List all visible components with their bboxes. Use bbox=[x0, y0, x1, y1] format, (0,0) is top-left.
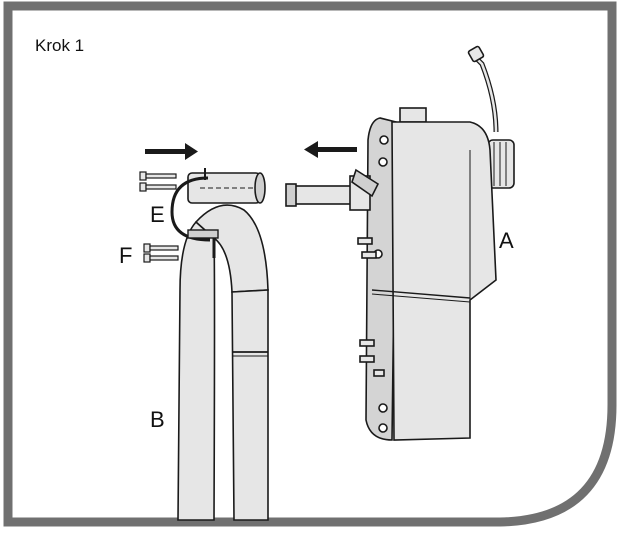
u-clamp-icon bbox=[170, 168, 219, 258]
label-e: E bbox=[150, 202, 165, 227]
label-a: A bbox=[499, 228, 514, 253]
frame-border bbox=[3, 1, 617, 527]
screw-icon bbox=[139, 171, 179, 263]
label-b: B bbox=[150, 407, 165, 432]
arrow-right-icon bbox=[145, 143, 198, 160]
pipe-socket bbox=[187, 172, 266, 204]
pipe-b bbox=[177, 204, 269, 521]
motor-housing-a bbox=[285, 45, 515, 441]
arrow-left-icon bbox=[304, 141, 357, 158]
label-f: F bbox=[119, 243, 133, 268]
step-title: Krok 1 bbox=[35, 36, 85, 55]
